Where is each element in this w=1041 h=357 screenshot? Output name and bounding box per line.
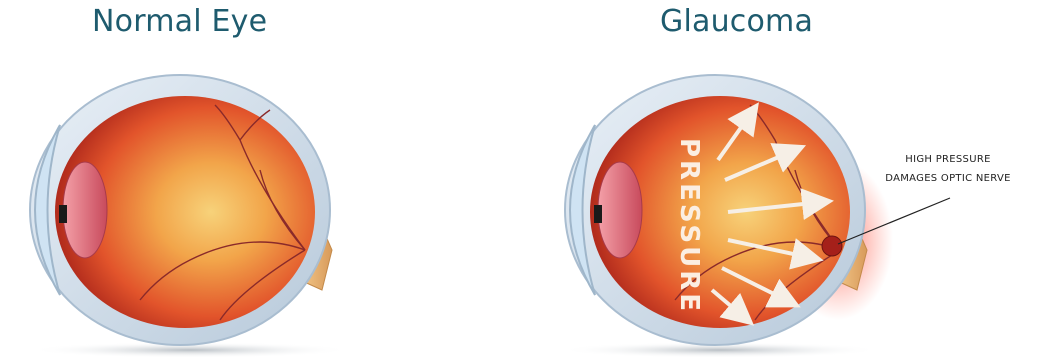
glaucoma-pupil xyxy=(594,205,602,223)
normal-eye xyxy=(30,75,350,357)
normal-pupil xyxy=(59,205,67,223)
glaucoma-eye: PRESSURE xyxy=(560,75,950,357)
callout-line-2: DAMAGES OPTIC NERVE xyxy=(858,169,1038,188)
pressure-label: PRESSURE xyxy=(674,138,704,314)
normal-lens xyxy=(63,162,107,258)
optic-nerve-callout: HIGH PRESSURE DAMAGES OPTIC NERVE xyxy=(858,150,1038,188)
damaged-optic-disc xyxy=(822,236,842,256)
glaucoma-lens xyxy=(598,162,642,258)
callout-line-1: HIGH PRESSURE xyxy=(858,150,1038,169)
